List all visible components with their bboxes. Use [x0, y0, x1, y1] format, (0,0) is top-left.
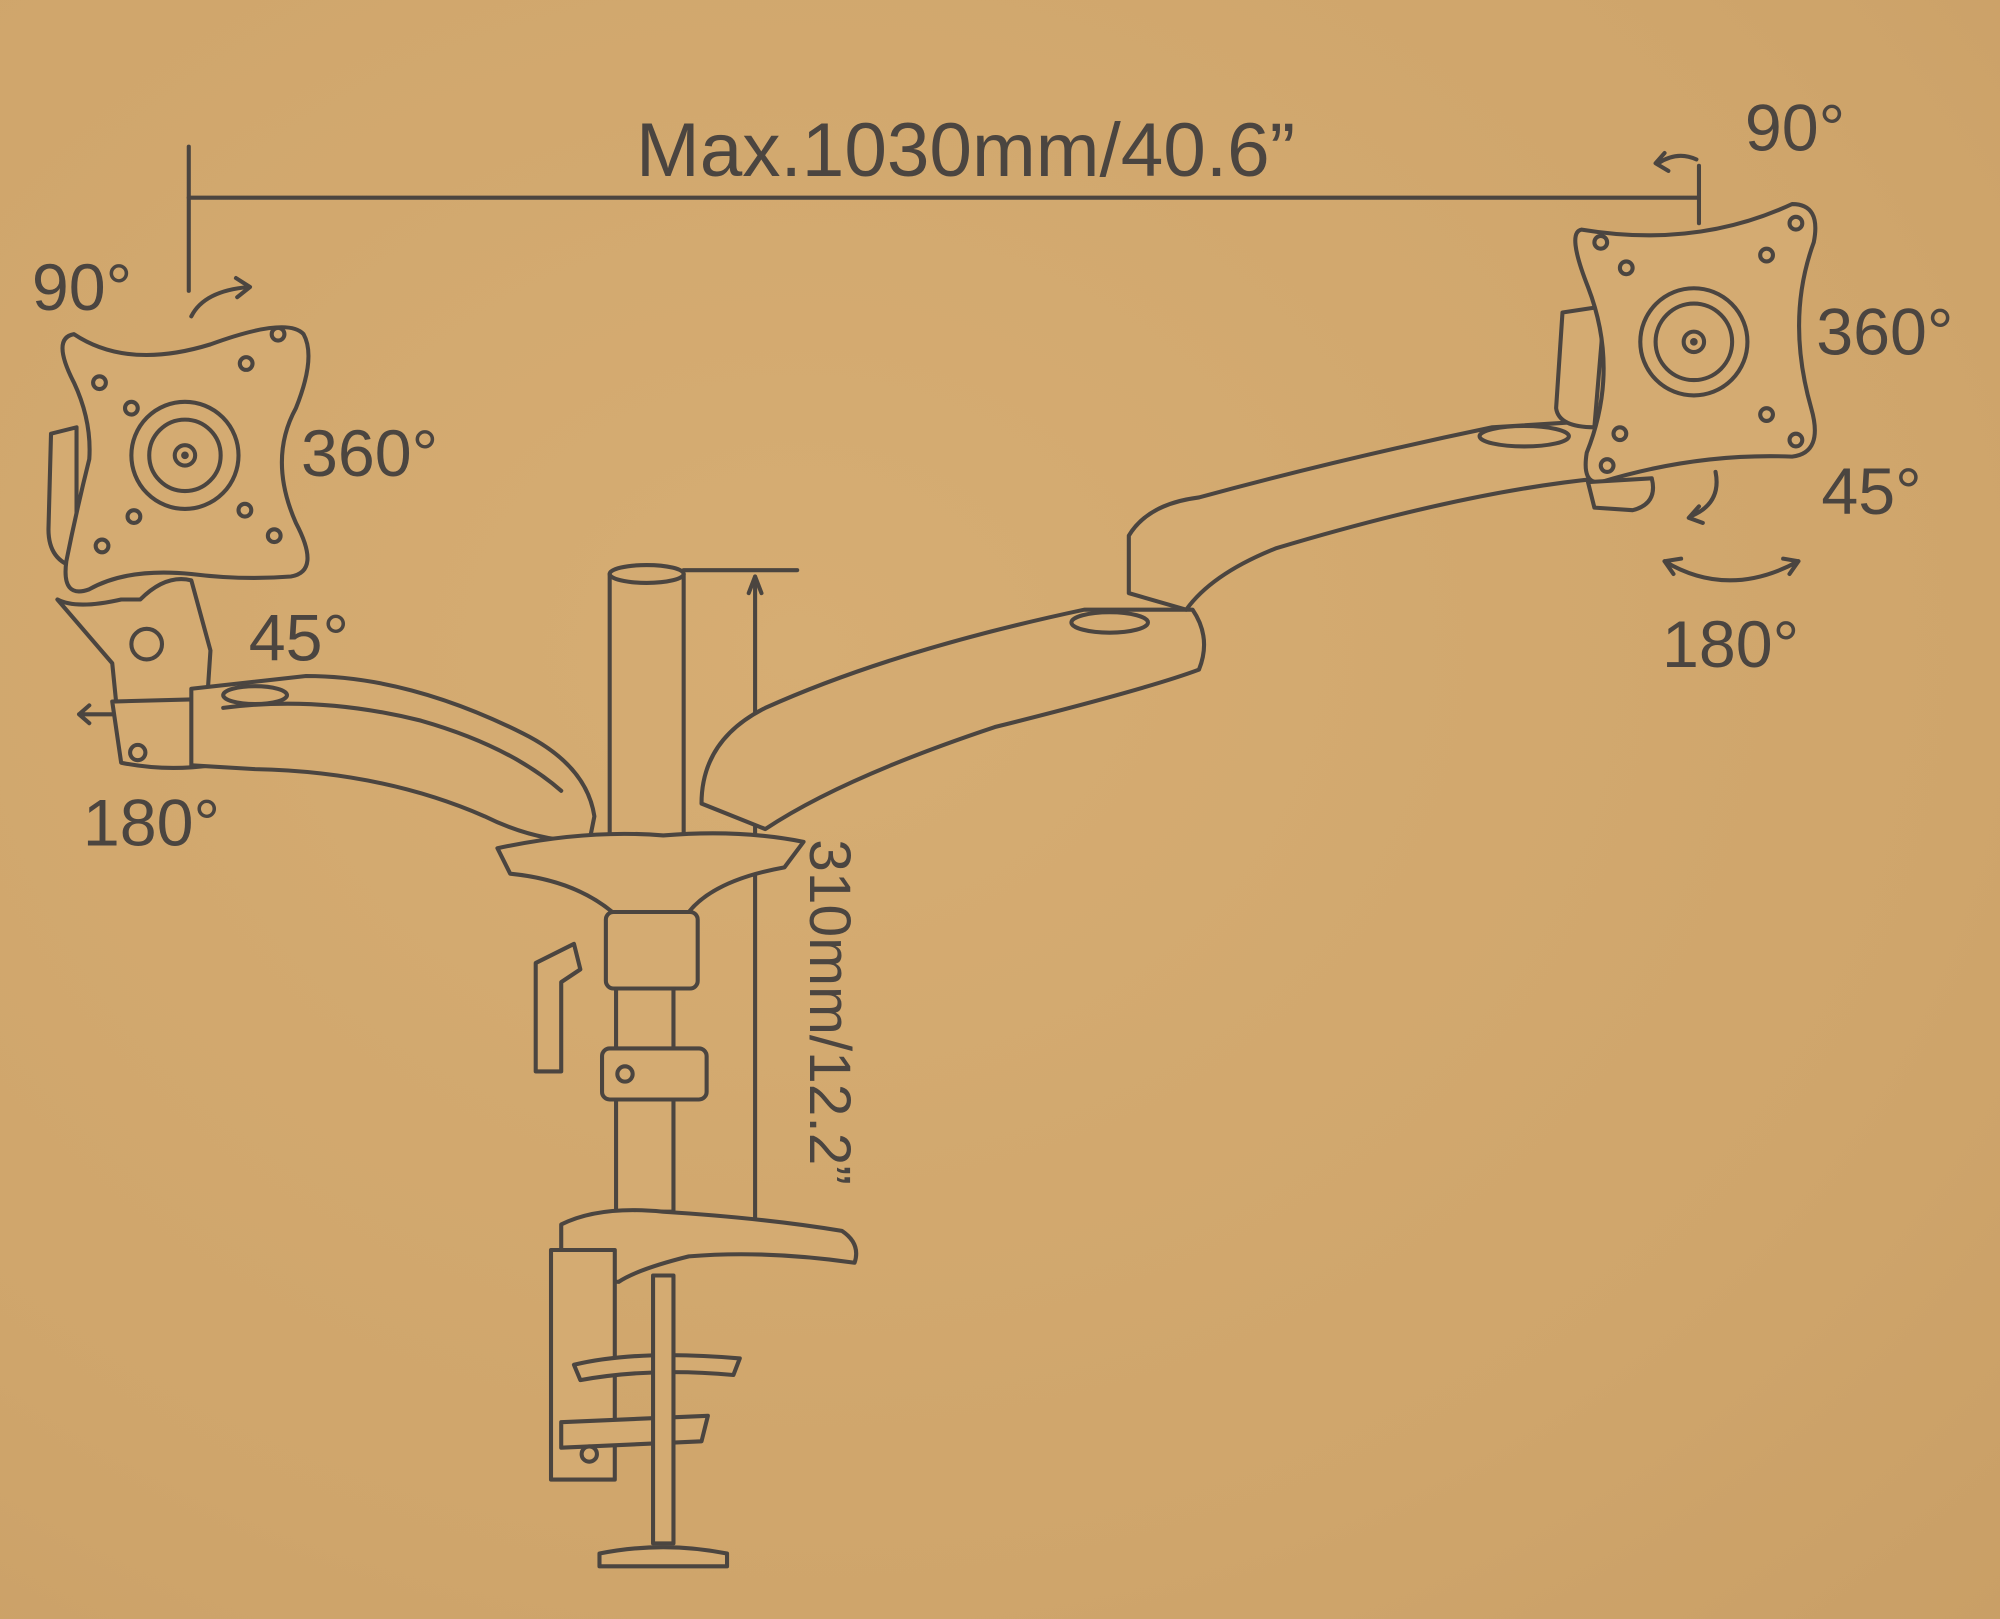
left-swivel-tilt-label: 45°: [249, 602, 349, 676]
right-swivel-label: 180°: [1662, 608, 1799, 682]
left-tilt-label: 90°: [32, 251, 132, 325]
right-swivel-tilt-label: 45°: [1821, 455, 1921, 529]
right-vesa-plate: [1554, 202, 1818, 485]
max-reach-label: Max.1030mm/40.6”: [636, 108, 1295, 193]
left-swivel-joint: [55, 577, 213, 770]
right-tilt-arrow-icon: [1653, 151, 1699, 173]
left-tilt-arrow-icon: [189, 276, 253, 319]
left-swivel-label: 180°: [83, 787, 220, 861]
height-range-label: 310mm/12.2”: [797, 839, 862, 1185]
left-arm: [189, 673, 597, 844]
cable-clip: [599, 1046, 709, 1102]
arm-hub: [495, 831, 806, 915]
right-rotation-label: 360°: [1816, 296, 1953, 370]
left-rotation-label: 360°: [301, 417, 438, 491]
left-vesa-plate: [46, 325, 311, 594]
right-upper-arm: [1126, 418, 1603, 612]
right-swivel-arrow-icon: [1662, 556, 1801, 583]
desk-clamp: [548, 1208, 859, 1569]
pole: [607, 571, 686, 844]
right-tilt-label: 90°: [1745, 92, 1845, 166]
right-lower-arm: [699, 607, 1207, 832]
right-swivel-tilt-arrow-icon: [1686, 469, 1719, 525]
height-lock-lever: [533, 941, 583, 1074]
max-reach-dimension-line: [186, 144, 1702, 293]
